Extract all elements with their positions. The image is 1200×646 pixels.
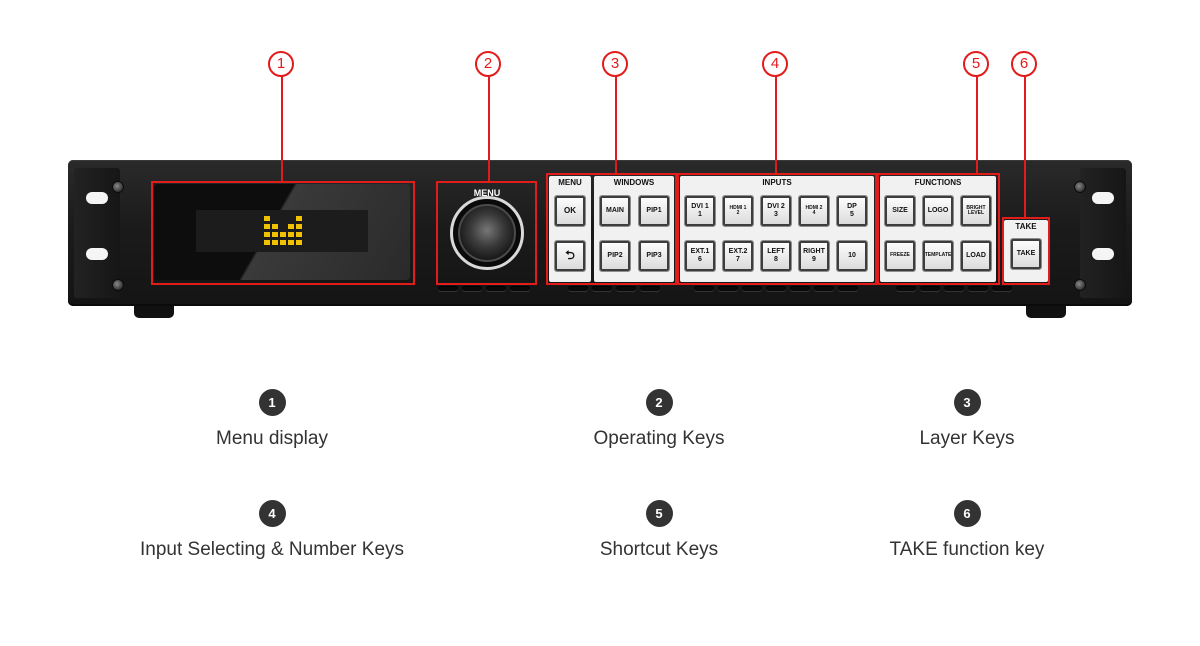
input-key-dvi2[interactable]: DVI 2 3 xyxy=(760,195,792,227)
callout-leader xyxy=(1024,76,1026,217)
input-key-10[interactable]: 10 xyxy=(836,240,868,272)
callout-box-5 xyxy=(877,173,1000,285)
freeze-button[interactable]: FREEZE xyxy=(884,240,916,272)
legend-label: Input Selecting & Number Keys xyxy=(139,539,405,560)
screw xyxy=(1074,181,1086,193)
main-window-button[interactable]: MAIN xyxy=(599,195,631,227)
pip3-button[interactable]: PIP3 xyxy=(638,240,670,272)
input-key-hdmi1[interactable]: HDMI 1 2 xyxy=(722,195,754,227)
screw xyxy=(1074,279,1086,291)
screw xyxy=(112,181,124,193)
legend-item: 6 TAKE function key xyxy=(787,500,1147,561)
rack-slot xyxy=(86,192,108,204)
windows-group-title: WINDOWS xyxy=(613,178,655,187)
take-group-title: TAKE xyxy=(1015,222,1037,231)
load-button[interactable]: LOAD xyxy=(960,240,992,272)
legend-item: 1 Menu display xyxy=(92,389,452,450)
input-key-ext2[interactable]: EXT.2 7 xyxy=(722,240,754,272)
legend-badge: 2 xyxy=(645,389,673,416)
back-button[interactable]: ⮌ xyxy=(554,240,586,272)
legend-item: 2 Operating Keys xyxy=(479,389,839,450)
callout-number-2: 2 xyxy=(475,51,501,77)
logo-button[interactable]: LOGO xyxy=(922,195,954,227)
callout-leader xyxy=(281,76,283,181)
bright-level-button[interactable]: BRIGHT LEVEL xyxy=(960,195,992,227)
legend-label: Operating Keys xyxy=(593,428,725,449)
callout-box-2 xyxy=(436,181,537,285)
input-key-right[interactable]: RIGHT 9 xyxy=(798,240,830,272)
callout-leader xyxy=(615,76,617,173)
rack-slot xyxy=(86,248,108,260)
callout-number-5: 5 xyxy=(963,51,989,77)
rack-slot xyxy=(1092,248,1114,260)
callout-number-3: 3 xyxy=(602,51,628,77)
legend-badge: 6 xyxy=(953,500,981,527)
size-button[interactable]: SIZE xyxy=(884,195,916,227)
callout-leader xyxy=(976,76,978,173)
callout-box-4 xyxy=(677,173,877,285)
legend-label: Menu display xyxy=(216,428,328,449)
legend-badge: 4 xyxy=(258,500,286,527)
vent-row xyxy=(694,286,858,292)
callout-number-4: 4 xyxy=(762,51,788,77)
template-button[interactable]: TEMPLATE xyxy=(922,240,954,272)
menu-group-title: MENU xyxy=(558,178,582,187)
ok-button[interactable]: OK xyxy=(554,195,586,227)
callout-leader xyxy=(775,76,777,173)
input-key-ext1[interactable]: EXT.1 6 xyxy=(684,240,716,272)
pip2-button[interactable]: PIP2 xyxy=(599,240,631,272)
legend-badge: 1 xyxy=(258,389,286,416)
callout-box-3 xyxy=(546,173,677,285)
legend-badge: 5 xyxy=(645,500,673,527)
callout-number-1: 1 xyxy=(268,51,294,77)
menu-knob-label: MENU xyxy=(473,188,501,198)
input-key-hdmi2[interactable]: HDMI 2 4 xyxy=(798,195,830,227)
rack-slot xyxy=(1092,192,1114,204)
callout-leader xyxy=(488,76,490,181)
menu-knob[interactable] xyxy=(458,204,516,262)
input-key-dp[interactable]: DP 5 xyxy=(836,195,868,227)
vent-row xyxy=(568,286,660,292)
vent-row xyxy=(438,286,530,292)
inputs-group-title: INPUTS xyxy=(762,178,792,187)
input-key-dvi1[interactable]: DVI 1 1 xyxy=(684,195,716,227)
callout-number-6: 6 xyxy=(1011,51,1037,77)
video-processor-front-panel: MENU MENU OK ⮌ WINDOWS MAIN PIP1 PIP2 PI… xyxy=(68,51,1132,318)
pip1-button[interactable]: PIP1 xyxy=(638,195,670,227)
legend-item: 5 Shortcut Keys xyxy=(479,500,839,561)
legend-item: 3 Layer Keys xyxy=(787,389,1147,450)
take-button[interactable]: TAKE xyxy=(1010,238,1042,270)
input-key-left[interactable]: LEFT 8 xyxy=(760,240,792,272)
legend-label: Shortcut Keys xyxy=(599,539,719,560)
rack-ear-right xyxy=(1080,168,1126,298)
legend-badge: 3 xyxy=(953,389,981,416)
legend-label: Layer Keys xyxy=(919,428,1015,449)
legend-item: 4 Input Selecting & Number Keys xyxy=(92,500,452,561)
legend-label: TAKE function key xyxy=(889,539,1045,560)
callout-box-1 xyxy=(151,181,415,285)
brand-logo-icon xyxy=(264,216,302,245)
callout-box-6 xyxy=(1002,217,1050,285)
vent-row xyxy=(896,286,1012,292)
screw xyxy=(112,279,124,291)
functions-group-title: FUNCTIONS xyxy=(914,178,962,187)
